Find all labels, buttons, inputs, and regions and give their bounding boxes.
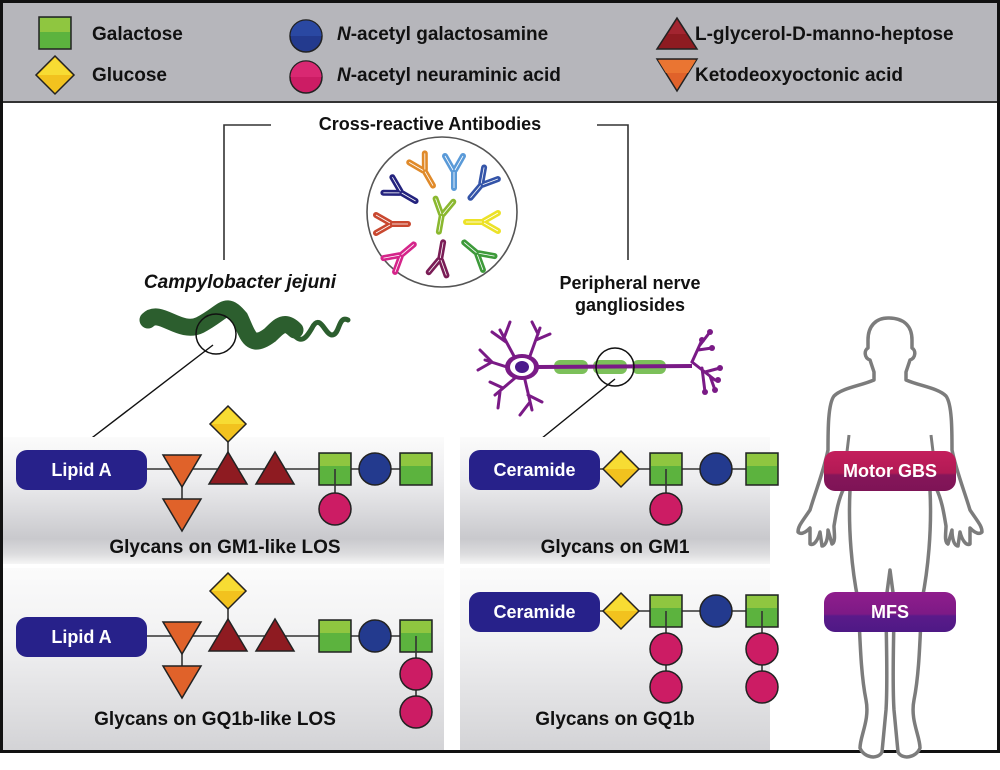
legend-label-galnac-name: -acetyl galactosamine xyxy=(350,24,549,45)
legend-label-kdo: Ketodeoxyoctonic acid xyxy=(695,65,903,86)
legend-label-neuac: N-acetyl neuraminic acid xyxy=(337,65,561,87)
antibody-icon xyxy=(380,174,419,204)
antibody-icon xyxy=(432,195,457,235)
galactose-icon xyxy=(38,16,72,50)
body-silhouette xyxy=(796,316,984,759)
legend-label-neuac-name: -acetyl neuraminic acid xyxy=(350,65,561,86)
antibody-icon xyxy=(380,241,417,275)
nerve-label-line2: gangliosides xyxy=(574,295,686,315)
panel4-caption: Glycans on GQ1b xyxy=(535,709,695,730)
neuac-icon xyxy=(745,670,779,704)
panel2-caption: Glycans on GM1 xyxy=(540,537,690,558)
antibody-pool xyxy=(366,136,518,288)
glycan-structures xyxy=(147,404,779,729)
panel2-anchor-ceramide: Ceramide xyxy=(469,450,600,490)
panel3-anchor-lipid-a: Lipid A xyxy=(16,617,147,657)
bacteria-label: Campylobacter jejuni xyxy=(143,272,337,293)
galactose-highlight xyxy=(320,621,350,633)
galactose-highlight xyxy=(401,454,431,466)
disease-mfs: MFS xyxy=(824,592,956,632)
heptose-icon xyxy=(655,16,699,50)
neuron-illustration xyxy=(476,320,723,417)
glucose-icon xyxy=(34,54,76,96)
neuac-icon xyxy=(399,657,433,691)
galactose-highlight xyxy=(651,596,681,608)
neuac-icon xyxy=(649,670,683,704)
nerve-zoom-line xyxy=(530,378,616,448)
antibody-icon xyxy=(463,210,501,234)
neuron-nucleus xyxy=(515,361,529,373)
left-bracket-line xyxy=(223,124,271,260)
neuron-axon xyxy=(537,364,693,369)
antibody-icon xyxy=(373,212,411,236)
neuac-icon xyxy=(318,492,352,526)
panel3-caption: Glycans on GQ1b-like LOS xyxy=(94,709,336,730)
galnac-icon xyxy=(289,19,323,53)
kdo-icon xyxy=(161,498,203,533)
panel1-anchor-lipid-a: Lipid A xyxy=(16,450,147,490)
legend-symbols xyxy=(34,16,699,96)
legend-label-galactose: Galactose xyxy=(92,24,183,45)
antibody-icon xyxy=(425,239,450,279)
galactose-highlight xyxy=(651,454,681,466)
panel4-anchor-ceramide: Ceramide xyxy=(469,592,600,632)
connector-lines xyxy=(79,124,629,448)
antibody-icon xyxy=(442,153,466,191)
bacteria-body xyxy=(139,300,304,350)
galactose-highlight xyxy=(320,454,350,466)
kdo-icon xyxy=(161,665,203,700)
antibody-icon xyxy=(467,164,501,201)
neuac-icon xyxy=(399,695,433,729)
galactose-highlight xyxy=(401,621,431,633)
heptose-icon xyxy=(207,617,249,652)
glucose-highlight xyxy=(212,575,244,591)
legend-label-galnac-prefix: N xyxy=(337,24,351,45)
nerve-label-line1: Peripheral nerve xyxy=(559,273,701,293)
axon-terminals xyxy=(699,329,723,395)
antibody-icon xyxy=(406,150,436,189)
bacteria-flagellum xyxy=(287,316,351,342)
galnac-icon xyxy=(699,594,733,628)
bacteria-zoom-line xyxy=(79,344,214,448)
legend: Galactose Glucose N-acetyl galactosamine… xyxy=(3,3,997,103)
galnac-icon xyxy=(358,619,392,653)
kdo-icon xyxy=(161,454,203,489)
neuac-icon xyxy=(745,632,779,666)
legend-label-neuac-prefix: N xyxy=(337,65,351,86)
legend-label-galnac: N-acetyl galactosamine xyxy=(337,24,548,46)
neuac-icon xyxy=(649,632,683,666)
glucose-highlight xyxy=(605,595,637,611)
galnac-icon xyxy=(699,452,733,486)
galactose-highlight xyxy=(747,454,777,466)
heptose-icon xyxy=(254,617,296,652)
right-bracket-line xyxy=(597,124,629,260)
antibody-icon xyxy=(461,239,498,273)
neuac-icon xyxy=(649,492,683,526)
neuac-icon xyxy=(289,60,323,94)
panel1-caption: Glycans on GM1-like LOS xyxy=(109,537,341,558)
glucose-highlight xyxy=(212,408,244,424)
disease-motor-gbs: Motor GBS xyxy=(824,451,956,491)
heptose-icon xyxy=(207,450,249,485)
campylobacter-illustration xyxy=(139,300,351,355)
galnac-icon xyxy=(358,452,392,486)
nerve-zoom-circle xyxy=(595,347,635,387)
antibodies-title: Cross-reactive Antibodies xyxy=(318,114,542,134)
legend-label-heptose: L-glycerol-D-manno-heptose xyxy=(695,24,954,45)
heptose-icon xyxy=(254,450,296,485)
human-body-outline xyxy=(796,316,984,759)
galactose-highlight xyxy=(747,596,777,608)
kdo-icon xyxy=(655,58,699,93)
kdo-icon xyxy=(161,621,203,656)
legend-label-glucose: Glucose xyxy=(92,65,167,86)
glucose-highlight xyxy=(605,453,637,469)
bacteria-zoom-circle xyxy=(195,313,237,355)
